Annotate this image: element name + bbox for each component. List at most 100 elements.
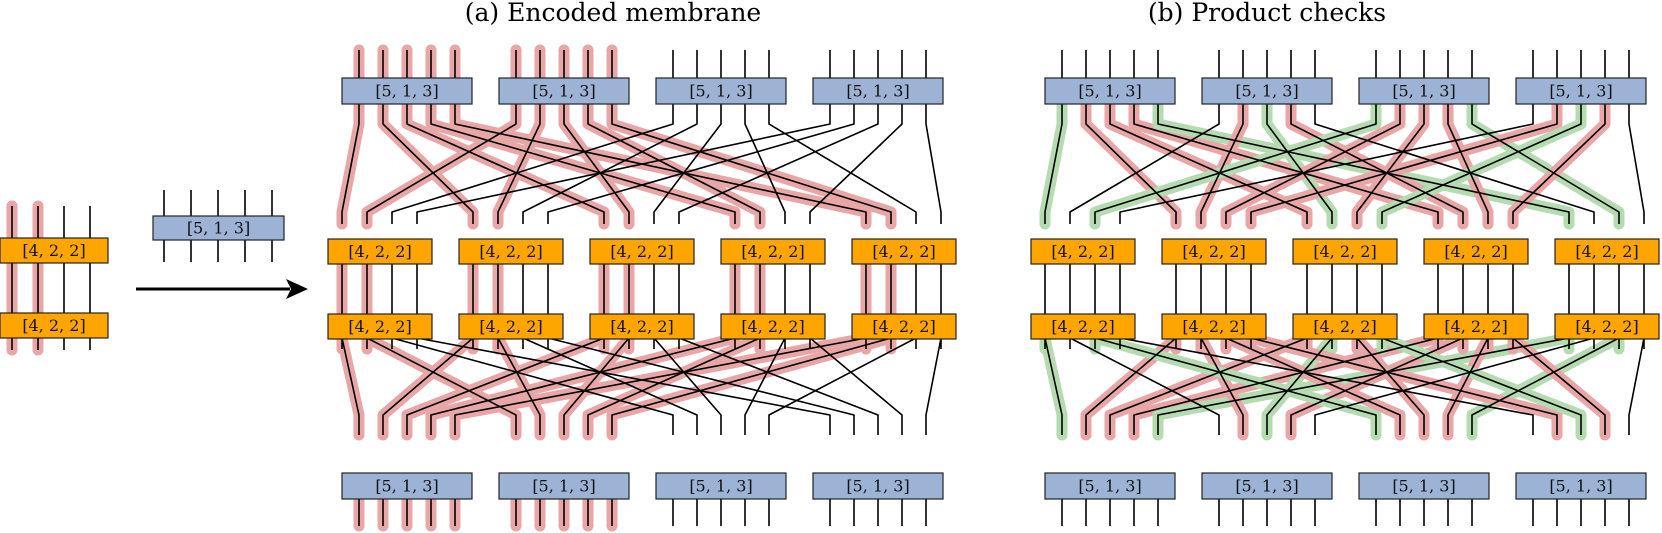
- left-box-bottom-label: [4, 2, 2]: [22, 316, 85, 335]
- panel-a-top-cross-2-3: [744, 104, 786, 224]
- panel-a-bot-cross-1-4: [611, 337, 892, 435]
- panel-a-inner-top-box-2: [4, 2, 2]: [589, 238, 695, 265]
- panel-b-bot-cross-3-3: [1512, 337, 1606, 435]
- left-box-top-label: [4, 2, 2]: [22, 241, 85, 260]
- panel-b-top-outer-box-1: [5, 1, 3]: [1201, 77, 1333, 105]
- panel-b-inner-bottom-box-1-rect: [1161, 313, 1267, 340]
- panel-b-inner-top-box-0-rect: [1030, 238, 1136, 265]
- panel-b-bot-cross-0-1: [1085, 337, 1177, 435]
- panel-b-inner-bottom-box-3-rect: [1423, 313, 1529, 340]
- panel-b-bot-cross-2-0: [1094, 337, 1377, 435]
- panel-b-bottom-outer-box-1: [5, 1, 3]: [1201, 472, 1333, 500]
- panel-a-bot-cross-3-3: [809, 337, 903, 435]
- panel-a-top-cross-2-0: [391, 104, 674, 224]
- panel-a-bottom-outer-box-2: [5, 1, 3]: [655, 472, 787, 500]
- panel-a-top-cross-0-0: [341, 104, 360, 224]
- panel-a-inner-top-box-0-label: [4, 2, 2]: [348, 242, 411, 261]
- panel-b-inner-top-box-4-label: [4, 2, 2]: [1575, 242, 1638, 261]
- panel-a-inner-top-box-0: [4, 2, 2]: [327, 238, 433, 265]
- panel-a-bot-cross-2-4: [768, 337, 917, 435]
- panel-a-top-cross-1-0: [366, 104, 517, 224]
- panel-b-top-outer-box-2: [5, 1, 3]: [1358, 77, 1490, 105]
- panel-a-top-cross-0-3: [430, 104, 736, 224]
- panel-a-bottom-outer-box-1: [5, 1, 3]: [498, 472, 630, 500]
- panel-a-bot-cross-2-1: [522, 337, 698, 435]
- panel-a-bot-cross-0-4: [454, 337, 867, 435]
- panel-b-top-cross-2-2: [1356, 104, 1425, 224]
- panel-a-top-outer-box-2-rect: [655, 77, 787, 105]
- panel-b-top-cross-2-0: [1094, 104, 1377, 224]
- panel-a-bot-cross-0-1: [382, 337, 474, 435]
- panel-a-top-outer-box-2-label: [5, 1, 3]: [689, 82, 752, 101]
- panel-b-bot-cross-0-3: [1133, 337, 1439, 435]
- panel-a-bot-cross-1-1: [497, 337, 541, 435]
- panel-b-top-outer-box-0-rect: [1044, 77, 1176, 105]
- panel-a-bottom-outer-box-3: [5, 1, 3]: [812, 472, 944, 500]
- panel-a-top-cross-2-4: [768, 104, 917, 224]
- panel-b-inner-top-box-0-label: [4, 2, 2]: [1051, 242, 1114, 261]
- panel-a-top-cross-0-2: [406, 104, 605, 224]
- panel-b-top-cross-1-0: [1069, 104, 1220, 224]
- panel-b-bottom-outer-box-0: [5, 1, 3]: [1044, 472, 1176, 500]
- panel-b-top-cross-1-1: [1200, 104, 1244, 224]
- panel-a-inner-top-box-1-rect: [458, 238, 564, 265]
- panel-b-inner-bottom-box-4: [4, 2, 2]: [1554, 313, 1660, 340]
- panel-b-inner-bottom-box-3-label: [4, 2, 2]: [1444, 317, 1507, 336]
- panel-b-top-cross-0-0: [1044, 104, 1063, 224]
- panel-b-inner-top-box-2-label: [4, 2, 2]: [1313, 242, 1376, 261]
- panel-a-inner-top-box-3: [4, 2, 2]: [720, 238, 826, 265]
- panel-a-bot-cross-1-2: [563, 337, 630, 435]
- panel-a-top-outer-box-3-rect: [812, 77, 944, 105]
- panel-a-bottom-outer-box-3-rect: [812, 472, 944, 500]
- panel-b-top-cross-0-2: [1109, 104, 1308, 224]
- panel-b-bottom-outer-box-3: [5, 1, 3]: [1515, 472, 1647, 500]
- panel-a-top-cross-3-0: [416, 104, 831, 224]
- panel-b-bot-cross-3-2: [1381, 337, 1582, 435]
- panel-a-top-outer-box-0: [5, 1, 3]: [341, 77, 473, 105]
- panel-b-bottom-outer-box-2-label: [5, 1, 3]: [1392, 477, 1455, 496]
- panel-a-inner-bottom-box-0-rect: [327, 313, 433, 340]
- panel-a-bottom-outer-box-1-label: [5, 1, 3]: [532, 477, 595, 496]
- panel-b-bot-cross-3-0: [1119, 337, 1534, 435]
- panel-a-bot-cross-1-3: [587, 337, 761, 435]
- panel-b-top-cross-2-1: [1225, 104, 1401, 224]
- panel-a-inner-bottom-box-2-label: [4, 2, 2]: [610, 317, 673, 336]
- panel-b-inner-top-box-1-rect: [1161, 238, 1267, 265]
- panel-a-bot-cross-0-3: [430, 337, 736, 435]
- panel-b-bot-cross-2-2: [1356, 337, 1425, 435]
- panel-b-bot-cross-1-2: [1266, 337, 1333, 435]
- panel-a-inner-bottom-box-3-rect: [720, 313, 826, 340]
- panel-b-inner-top-box-2: [4, 2, 2]: [1292, 238, 1398, 265]
- panel-a-inner-top-box-0-rect: [327, 238, 433, 265]
- panel-b-bottom-outer-box-3-label: [5, 1, 3]: [1549, 477, 1612, 496]
- panel-a-inner-bottom-box-1: [4, 2, 2]: [458, 313, 564, 340]
- panel-b-inner-top-box-3-label: [4, 2, 2]: [1444, 242, 1507, 261]
- panel-a-inner-top-box-1-label: [4, 2, 2]: [479, 242, 542, 261]
- panel-b-bottom-outer-box-0-label: [5, 1, 3]: [1078, 477, 1141, 496]
- panel-b-inner-bottom-box-2-label: [4, 2, 2]: [1313, 317, 1376, 336]
- panel-a-inner-top-box-2-rect: [589, 238, 695, 265]
- panel-a-inner-top-box-2-label: [4, 2, 2]: [610, 242, 673, 261]
- panel-a-bottom-outer-box-0-rect: [341, 472, 473, 500]
- panel-b-top-cross-2-4: [1471, 104, 1620, 224]
- panel-a-bottom-outer-box-2-label: [5, 1, 3]: [689, 477, 752, 496]
- panel-a-inner-bottom-box-3-label: [4, 2, 2]: [741, 317, 804, 336]
- panel-a-inner-top-box-4-rect: [851, 238, 957, 265]
- panel-b-title: (b) Product checks: [1148, 0, 1386, 27]
- panel-a-top-cross-1-4: [611, 104, 892, 224]
- panel-b-inner-top-box-2-rect: [1292, 238, 1398, 265]
- panel-b-bottom-outer-box-0-rect: [1044, 472, 1176, 500]
- panel-a-top-cross-1-1: [497, 104, 541, 224]
- panel-b-top-outer-box-3-label: [5, 1, 3]: [1549, 82, 1612, 101]
- panel-b-bot-cross-3-1: [1250, 337, 1558, 435]
- panel-a-top-outer-box-1-rect: [498, 77, 630, 105]
- box-layer: [4, 2, 2] [4, 2, 2] [5, 1, 3] [5, 1, 3] [5, …: [0, 77, 1660, 500]
- panel-b-bot-cross-2-4: [1471, 337, 1620, 435]
- legend-outer-box-rect: [152, 215, 285, 241]
- panel-a-top-cross-0-1: [382, 104, 474, 224]
- panel-b-bottom-outer-box-1-rect: [1201, 472, 1333, 500]
- panel-a-bottom-outer-box-0: [5, 1, 3]: [341, 472, 473, 500]
- panel-a-inner-top-box-4-label: [4, 2, 2]: [872, 242, 935, 261]
- panel-a-top-cross-2-1: [522, 104, 698, 224]
- panel-b-inner-bottom-box-2: [4, 2, 2]: [1292, 313, 1398, 340]
